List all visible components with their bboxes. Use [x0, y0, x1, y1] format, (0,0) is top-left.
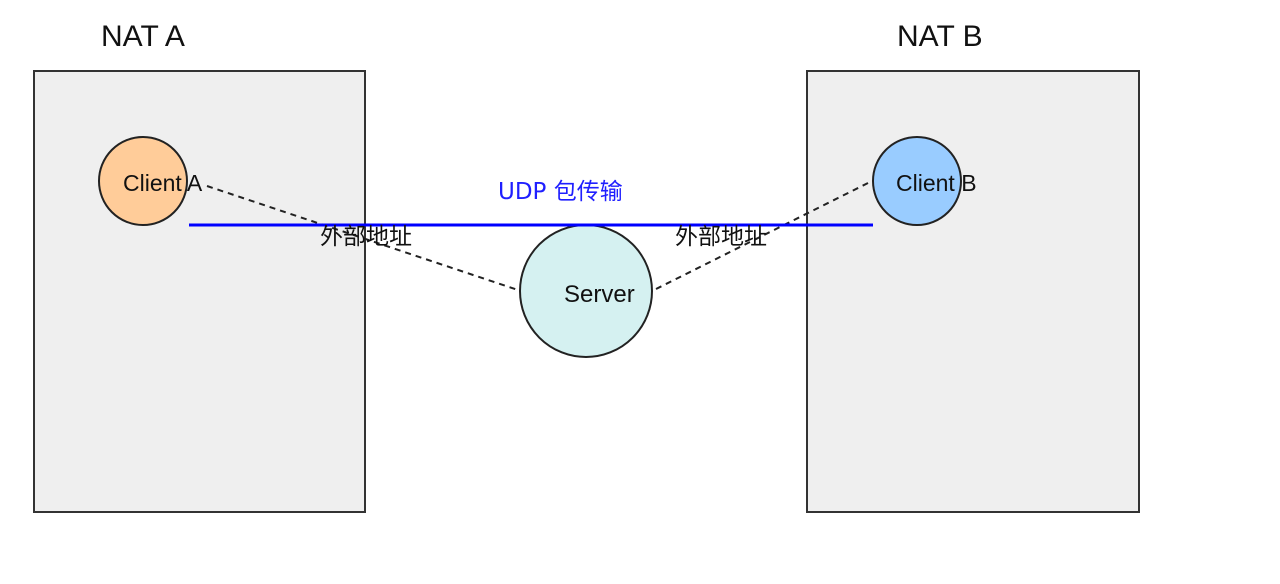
nat-a-title: NAT A: [101, 20, 185, 53]
udp-label: UDP 包传输: [498, 179, 623, 205]
server-label: Server: [564, 281, 635, 308]
nat-b-box: [806, 70, 1140, 513]
client-a-label: Client A: [123, 170, 203, 196]
nat-a-box: [33, 70, 366, 513]
nat-b-title: NAT B: [897, 20, 983, 53]
right-external-address-label: 外部地址: [675, 224, 767, 250]
client-b-node: [872, 136, 962, 226]
left-external-address-label: 外部地址: [320, 224, 412, 250]
client-a-node: [98, 136, 188, 226]
client-b-label: Client B: [896, 170, 977, 196]
client-b-to-server-dashed-line: [651, 182, 869, 292]
